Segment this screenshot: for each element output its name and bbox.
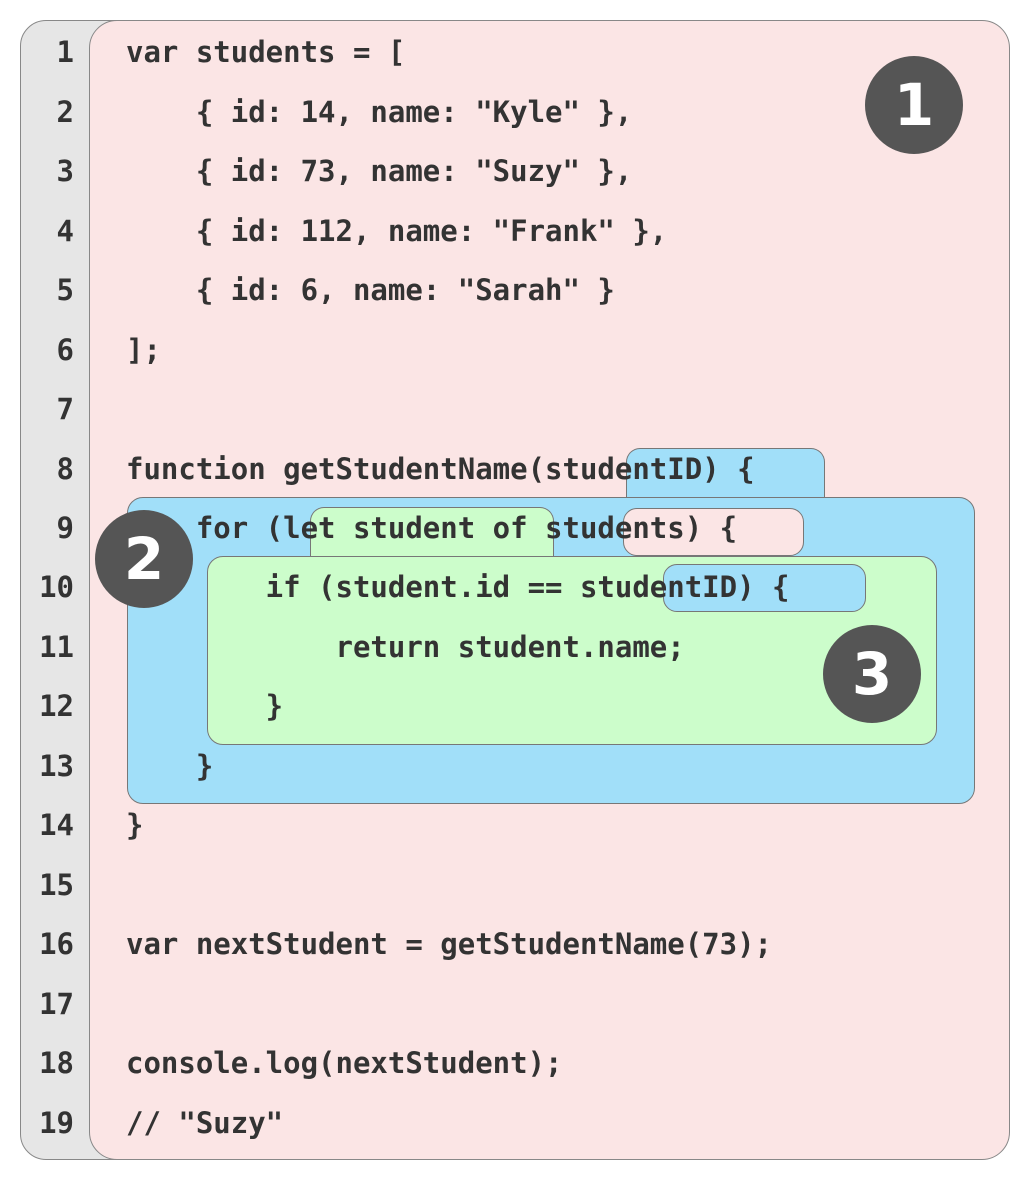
students-reference-highlight (623, 508, 804, 556)
line-number: 19 (39, 1106, 74, 1140)
line-number: 8 (56, 452, 74, 486)
code-line: if (student.id == studentID) { (126, 570, 790, 604)
line-number: 17 (39, 987, 74, 1021)
line-number: 4 (56, 214, 74, 248)
code-line: { id: 112, name: "Frank" }, (126, 214, 668, 248)
line-number: 12 (39, 689, 74, 723)
code-line: { id: 73, name: "Suzy" }, (126, 154, 633, 188)
line-number: 2 (56, 95, 74, 129)
code-line: for (let student of students) { (126, 511, 738, 545)
code-line: return student.name; (126, 630, 685, 664)
line-number: 18 (39, 1046, 74, 1080)
code-line: { id: 6, name: "Sarah" } (126, 273, 615, 307)
line-number: 16 (39, 927, 74, 961)
line-number: 11 (39, 630, 74, 664)
line-number: 9 (56, 511, 74, 545)
line-number: 14 (39, 808, 74, 842)
global-scope-badge: 1 (865, 56, 963, 154)
code-line: // "Suzy" (126, 1106, 284, 1140)
line-number: 10 (39, 570, 74, 604)
function-scope-param-tab (626, 448, 825, 499)
line-number: 15 (39, 868, 74, 902)
code-line: function getStudentName(studentID) { (126, 452, 755, 486)
studentid-reference-highlight (663, 564, 866, 612)
loop-scope-declaration-tab (310, 507, 554, 558)
code-line: { id: 14, name: "Kyle" }, (126, 95, 633, 129)
code-line: } (126, 808, 144, 842)
line-number: 5 (56, 273, 74, 307)
code-line: } (126, 749, 214, 783)
line-number: 7 (56, 392, 74, 426)
line-number: 1 (56, 35, 74, 69)
line-number: 13 (39, 749, 74, 783)
code-line: var nextStudent = getStudentName(73); (126, 927, 773, 961)
code-line: } (126, 689, 284, 723)
code-line: console.log(nextStudent); (126, 1046, 563, 1080)
line-number: 3 (56, 154, 74, 188)
code-line: var students = [ (126, 35, 406, 69)
code-line: ]; (126, 333, 161, 367)
function-scope-badge: 2 (95, 510, 193, 608)
loop-scope-badge: 3 (823, 625, 921, 723)
line-number: 6 (56, 333, 74, 367)
